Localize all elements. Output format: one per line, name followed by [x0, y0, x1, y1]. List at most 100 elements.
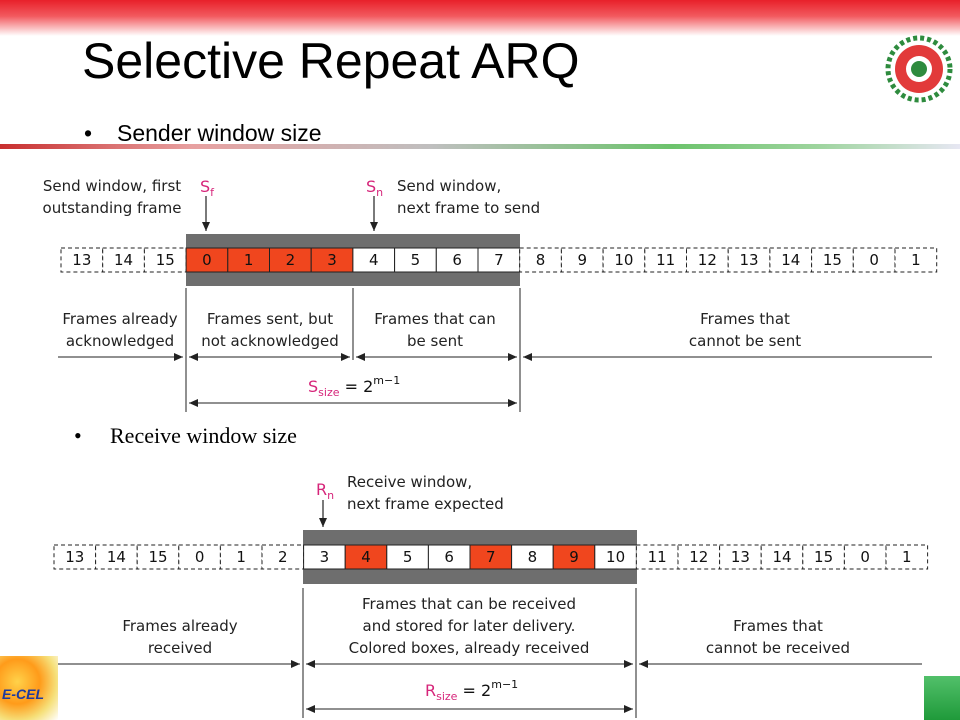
- sender-frame-7: [352, 247, 396, 273]
- receiver-frame-label-10: 7: [486, 548, 496, 566]
- receiver-frame-5: [261, 544, 305, 570]
- region-can-receive-line2: and stored for later delivery.: [363, 617, 576, 635]
- receiver-frame-11: [511, 544, 554, 570]
- sender-frame-1: [102, 247, 145, 273]
- receiver-frame-8: [386, 544, 429, 570]
- corner-logo-left: E-CEL: [0, 656, 58, 720]
- receiver-frame-19: [843, 544, 887, 570]
- receiver-frame-label-0: 13: [65, 548, 84, 566]
- slide-title: Selective Repeat ARQ: [82, 33, 580, 89]
- sender-frame-5: [269, 247, 312, 273]
- sender-frame-label-0: 13: [72, 251, 91, 269]
- receiver-frame-label-14: 11: [648, 548, 667, 566]
- gear-emblem-icon: [885, 35, 953, 103]
- sf-label: Sf: [200, 177, 215, 199]
- sender-frame-label-17: 14: [781, 251, 800, 269]
- sf-description-line1: Send window, first: [43, 177, 181, 195]
- sender-frame-label-18: 15: [823, 251, 842, 269]
- sender-frame-17: [769, 247, 813, 273]
- sn-label: Sn: [366, 177, 383, 199]
- receiver-frame-10: [469, 544, 513, 570]
- receiver-frame-label-2: 15: [148, 548, 167, 566]
- receiver-frame-17: [760, 544, 804, 570]
- receiver-frame-label-5: 2: [278, 548, 288, 566]
- sender-frame-15: [686, 247, 729, 273]
- region-can-receive-line3: Colored boxes, already received: [349, 639, 590, 657]
- receiver-frame-label-16: 13: [731, 548, 750, 566]
- sender-frame-label-4: 1: [244, 251, 254, 269]
- region-cannot-receive-line2: cannot be received: [706, 639, 850, 657]
- sender-frame-18: [811, 247, 854, 273]
- region-can-send-line1: Frames that can: [374, 310, 496, 328]
- sender-frame-label-5: 2: [286, 251, 296, 269]
- sender-frame-2: [143, 247, 187, 273]
- receiver-frame-label-8: 5: [403, 548, 413, 566]
- sender-frame-label-9: 6: [452, 251, 462, 269]
- corner-decoration-right: [924, 676, 960, 720]
- divider-line: [0, 144, 960, 149]
- receiver-frame-label-11: 8: [528, 548, 538, 566]
- sender-diagram: Send window, first outstanding frame Sf …: [43, 177, 938, 412]
- receiver-frame-label-12: 9: [569, 548, 579, 566]
- receiver-frame-label-1: 14: [107, 548, 126, 566]
- sender-frame-label-3: 0: [202, 251, 212, 269]
- receiver-frame-label-20: 1: [902, 548, 912, 566]
- region-can-receive-line1: Frames that can be received: [362, 595, 576, 613]
- receiver-frame-20: [885, 544, 929, 570]
- receiver-frame-14: [635, 544, 679, 570]
- sender-frame-19: [852, 247, 896, 273]
- region-sent-unacked-line2: not acknowledged: [201, 332, 339, 350]
- sender-frame-11: [519, 247, 562, 273]
- receiver-frame-12: [552, 544, 596, 570]
- receiver-frame-label-9: 6: [444, 548, 454, 566]
- receiver-frame-label-19: 0: [860, 548, 870, 566]
- region-already-acked-line1: Frames already: [62, 310, 177, 328]
- receiver-frame-label-4: 1: [236, 548, 246, 566]
- bullet-receiver: •Receive window size: [74, 423, 297, 448]
- receiver-size-formula: Rsize = 2m−1: [425, 678, 518, 703]
- sender-frame-16: [727, 247, 771, 273]
- sn-description-line1: Send window,: [397, 177, 501, 195]
- sender-frame-label-12: 9: [577, 251, 587, 269]
- region-already-received-line2: received: [148, 639, 212, 657]
- bullet-sender: •Sender window size: [84, 120, 322, 146]
- sender-frame-6: [310, 247, 354, 273]
- sender-frame-label-15: 12: [698, 251, 717, 269]
- region-already-acked-line2: acknowledged: [66, 332, 174, 350]
- receiver-frame-label-13: 10: [606, 548, 625, 566]
- sender-frame-label-20: 1: [911, 251, 921, 269]
- sf-description-line2: outstanding frame: [43, 199, 182, 217]
- sender-frame-label-14: 11: [656, 251, 675, 269]
- region-can-send-line2: be sent: [407, 332, 463, 350]
- sender-frame-label-11: 8: [536, 251, 546, 269]
- receiver-frame-label-7: 4: [361, 548, 371, 566]
- sender-frame-13: [602, 247, 646, 273]
- sender-frame-8: [394, 247, 437, 273]
- receiver-frame-16: [719, 544, 762, 570]
- sender-frame-12: [560, 247, 604, 273]
- region-cannot-send-line2: cannot be sent: [689, 332, 801, 350]
- region-already-received-line1: Frames already: [122, 617, 237, 635]
- rn-description-line1: Receive window,: [347, 473, 472, 491]
- receiver-frame-15: [677, 544, 721, 570]
- receiver-frame-label-6: 3: [320, 548, 330, 566]
- sender-frame-14: [644, 247, 687, 273]
- sn-description-line2: next frame to send: [397, 199, 540, 217]
- receiver-frame-9: [427, 544, 471, 570]
- receiver-frame-4: [219, 544, 263, 570]
- region-sent-unacked-line1: Frames sent, but: [207, 310, 333, 328]
- region-cannot-send-line1: Frames that: [700, 310, 790, 328]
- receiver-frame-label-15: 12: [689, 548, 708, 566]
- sender-frame-label-7: 4: [369, 251, 379, 269]
- sender-frame-label-10: 7: [494, 251, 504, 269]
- receiver-frame-1: [95, 544, 138, 570]
- sender-frame-0: [60, 247, 104, 273]
- title-bar: [0, 0, 960, 36]
- receiver-frame-3: [178, 544, 221, 570]
- receiver-frame-label-18: 15: [814, 548, 833, 566]
- receiver-frame-label-17: 14: [772, 548, 791, 566]
- sender-frame-label-19: 0: [869, 251, 879, 269]
